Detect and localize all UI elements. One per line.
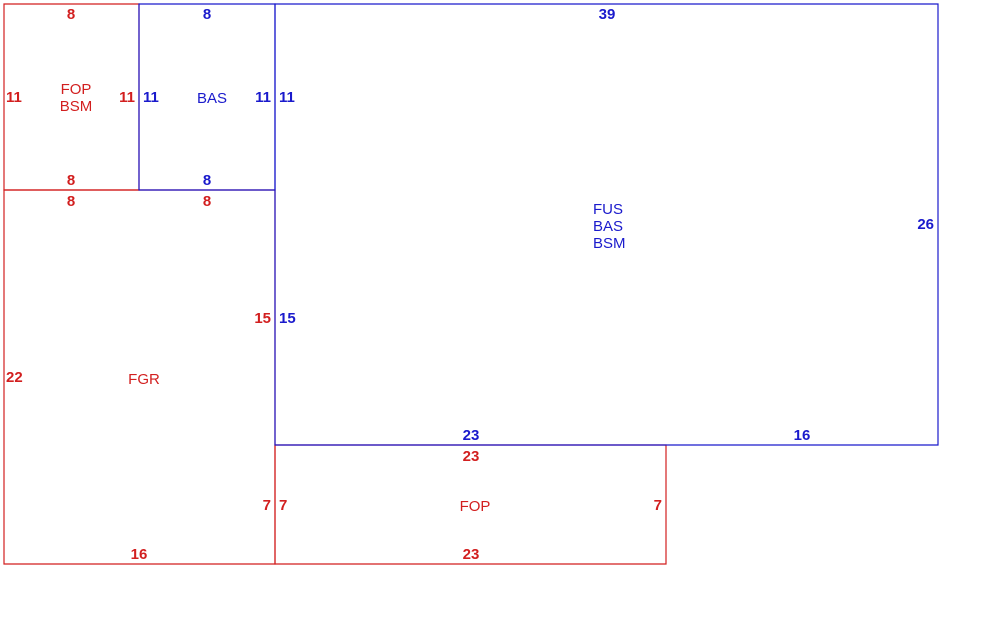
area-code-label: BAS <box>197 90 227 107</box>
area-code-label: FOP <box>61 81 92 98</box>
dimension-label: 7 <box>263 497 271 514</box>
dimension-label: 23 <box>463 448 480 465</box>
dimension-label: 8 <box>203 193 211 210</box>
dimension-label: 15 <box>254 310 271 327</box>
area-code-label: BAS <box>593 218 623 235</box>
dimension-label: 11 <box>6 89 22 106</box>
dimension-label: 16 <box>794 427 811 444</box>
area-code-label: BSM <box>593 235 626 252</box>
dimension-label: 22 <box>6 369 23 386</box>
dimension-label: 39 <box>599 6 616 23</box>
dimension-label: 11 <box>255 89 271 106</box>
dimension-label: 26 <box>917 216 934 233</box>
dimension-label: 7 <box>279 497 287 514</box>
dimension-label: 11 <box>143 89 159 106</box>
dimension-label: 15 <box>279 310 296 327</box>
dimension-label: 11 <box>119 89 135 106</box>
dimension-label: 8 <box>67 193 75 210</box>
dimension-label: 8 <box>67 172 75 189</box>
area-code-label: FGR <box>128 371 160 388</box>
dimension-label: 7 <box>654 497 662 514</box>
area-code-label: BSM <box>60 98 93 115</box>
area-fus-bas-bsm-outline <box>274 3 939 446</box>
dimension-label: 16 <box>131 546 148 563</box>
dimension-label: 8 <box>67 6 75 23</box>
dimension-label: 11 <box>279 89 295 106</box>
dimension-label: 23 <box>463 546 480 563</box>
area-fus-bas-bsm <box>274 3 939 446</box>
area-code-label: FUS <box>593 201 623 218</box>
area-code-label: FOP <box>460 498 491 515</box>
dimension-label: 23 <box>463 427 480 444</box>
dimension-label: 8 <box>203 172 211 189</box>
dimension-label: 8 <box>203 6 211 23</box>
